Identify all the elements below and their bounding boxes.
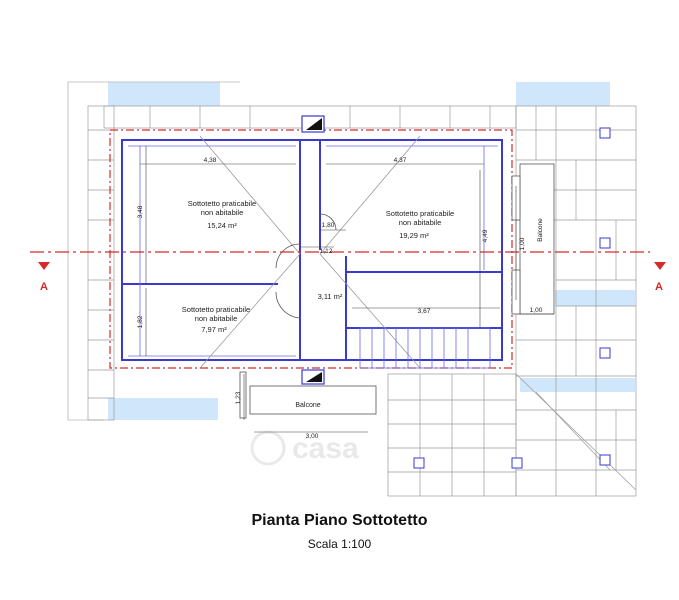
- dimension-lines: [140, 146, 554, 433]
- balcony-right-label: Balcone: [537, 218, 544, 242]
- dim-label: 3,00: [306, 433, 319, 440]
- room-2-name: Sottotetto praticabile: [386, 209, 454, 218]
- section-label-right: A: [655, 281, 663, 293]
- roof-tiles-right: [515, 105, 637, 497]
- room-1-note: non abitabile: [201, 208, 244, 217]
- dim-label: 4,38: [204, 157, 217, 164]
- section-line: [30, 251, 666, 270]
- dim-label: 4,49: [482, 229, 489, 242]
- sky-strip-right-2: [520, 378, 635, 392]
- outer-outline: [67, 81, 240, 421]
- hip-lines: [199, 135, 421, 369]
- sky-strip-right-1: [555, 290, 635, 306]
- purlins: [128, 145, 498, 357]
- watermark-text: casa: [292, 432, 359, 465]
- room-1-area: 15,24 m²: [207, 221, 237, 230]
- dim-label: 1,12: [320, 248, 333, 255]
- balcony-bottom: [239, 371, 377, 419]
- roof-edge-dashed: [109, 129, 513, 369]
- room-3-name: Sottotetto praticabile: [182, 305, 250, 314]
- dim-label: 1,00: [519, 237, 526, 250]
- balcony-bottom-label: Balcone: [295, 402, 320, 409]
- chimneys: [301, 115, 325, 385]
- room-3-note: non abitabile: [195, 314, 238, 323]
- plan-title: Pianta Piano Sottotetto: [251, 512, 428, 529]
- sky-strip-top-left: [108, 82, 220, 106]
- room-4-area: 3,11 m²: [318, 292, 343, 301]
- dim-label: 3,48: [137, 205, 144, 218]
- dim-label: 1,80: [322, 222, 335, 229]
- section-label-left: A: [40, 281, 48, 293]
- sky-strip-bottom-left: [108, 398, 218, 420]
- walls: [121, 139, 503, 361]
- room-3-area: 7,97 m²: [201, 325, 227, 334]
- staircase: [359, 327, 491, 369]
- room-2-note: non abitabile: [399, 218, 442, 227]
- door-swings: [275, 213, 337, 319]
- room-2-area: 19,29 m²: [399, 231, 429, 240]
- dim-label: 1,82: [137, 315, 144, 328]
- scale-label: Scala 1:100: [307, 537, 372, 551]
- dim-label: 1,00: [530, 307, 543, 314]
- dim-label: 1,23: [235, 391, 242, 404]
- sky-strip-top-right: [516, 82, 610, 106]
- dim-label: 4,37: [394, 157, 407, 164]
- roof-tiles-bottom: [387, 373, 637, 497]
- room-1-name: Sottotetto praticabile: [188, 199, 256, 208]
- watermark-logo: casa: [250, 430, 359, 466]
- roof-vents: [413, 127, 611, 469]
- dim-label: 3,67: [418, 308, 431, 315]
